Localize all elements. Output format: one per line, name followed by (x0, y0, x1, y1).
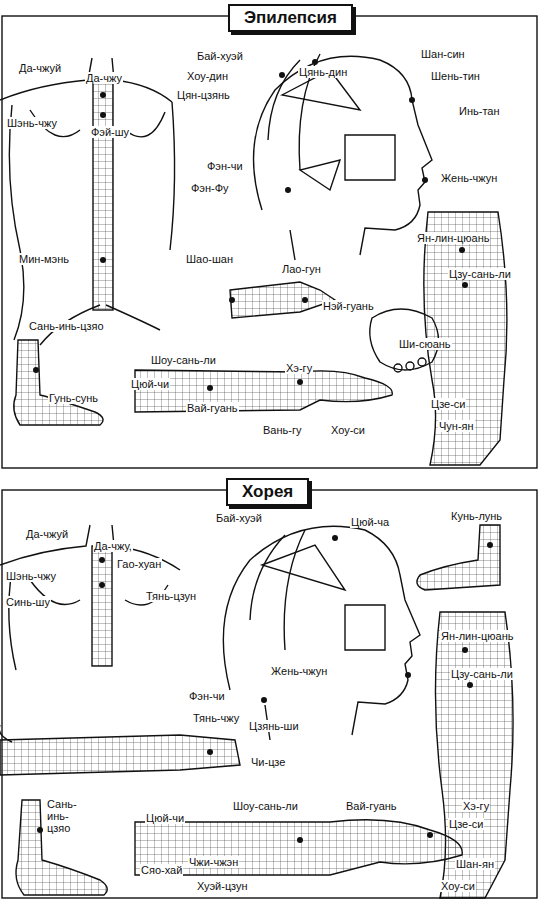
point-label: Чун-ян (438, 420, 475, 432)
point-label: Ян-лин-цюань (416, 232, 490, 244)
point-label: Жень-чжун (270, 665, 328, 677)
point-label: Шао-шан (185, 253, 234, 265)
point-label: Цянь-дин (298, 66, 348, 78)
title-text: Эпилепсия (244, 8, 337, 28)
point-label: Бай-хуэй (196, 50, 244, 62)
point-label: Сяо-хай (140, 864, 183, 876)
point-label: Шэнь-чжу (5, 570, 57, 582)
point-label: Хэ-гу (285, 362, 313, 374)
point-label: Да-чжуй (25, 528, 69, 540)
point-label: Шан-ян (455, 858, 495, 870)
title-text: Хорея (242, 482, 293, 502)
point-label: Фэй-шу (90, 126, 130, 138)
point-label: Хуэй-цзун (196, 880, 249, 892)
point-label: Чжи-чжэн (188, 856, 239, 868)
point-label: Гао-хуан (116, 558, 162, 570)
point-label: Цзе-си (430, 398, 466, 410)
point-label: Тянь-цзун (145, 590, 197, 602)
point-label: Да-чжу (85, 72, 123, 84)
point-label: Цюй-чи (130, 378, 170, 390)
point-label: Фэн-чи (206, 160, 244, 172)
point-label: Цзу-сань-ли (450, 668, 514, 680)
point-label: Шень-тин (430, 70, 481, 82)
point-label: Шоу-сань-ли (232, 800, 299, 812)
point-label: Хоу-си (330, 424, 366, 436)
point-label: Цзянь-ши (248, 720, 300, 732)
point-label: Бай-хуэй (215, 512, 263, 524)
point-label: Гунь-сунь (48, 392, 99, 404)
point-label: Фэн-чи (188, 690, 226, 702)
point-label: Лао-гун (281, 263, 322, 275)
point-label: Нэй-гуань (322, 300, 375, 312)
title-box: Эпилепсия (228, 4, 353, 32)
point-label: Цян-цзянь (176, 89, 231, 101)
point-label: Да-чжу, (93, 540, 133, 552)
point-label: Кунь-лунь (450, 510, 503, 522)
point-label: Вань-гу (262, 424, 302, 436)
point-label: Хэ-гу (462, 800, 490, 812)
point-label: Цзу-сань-ли (448, 268, 512, 280)
point-label: Шан-син (420, 48, 466, 60)
point-label: Чи-цзе (250, 756, 286, 768)
point-label: Хоу-дин (186, 70, 229, 82)
point-label: Цюй-чи (145, 812, 185, 824)
point-label: Цзе-си (448, 818, 484, 830)
point-label: Ши-сюань (398, 338, 452, 350)
point-label: Фэн-Фу (190, 182, 230, 194)
point-label: Мин-мэнь (18, 253, 70, 265)
point-label: Тянь-чжу (192, 712, 240, 724)
point-label: Жень-чжун (440, 172, 498, 184)
point-label: Сань- инь-цзяо (46, 798, 90, 834)
point-label: Синь-шу (5, 596, 51, 608)
point-label: Вай-гуань (186, 402, 239, 414)
title-box: Хорея (226, 478, 309, 506)
point-label: Хоу-си (440, 880, 476, 892)
point-label: Шоу-сань-ли (150, 354, 217, 366)
point-label: Цюй-ча (350, 516, 390, 528)
point-label: Да-чжуй (18, 62, 62, 74)
point-label: Вай-гуань (345, 800, 398, 812)
point-label: Инь-тан (458, 105, 500, 117)
point-label: Шэнь-чжу (6, 117, 58, 129)
point-label: Сань-инь-цзяо (28, 320, 105, 332)
point-label: Ян-лин-цюань (440, 630, 514, 642)
